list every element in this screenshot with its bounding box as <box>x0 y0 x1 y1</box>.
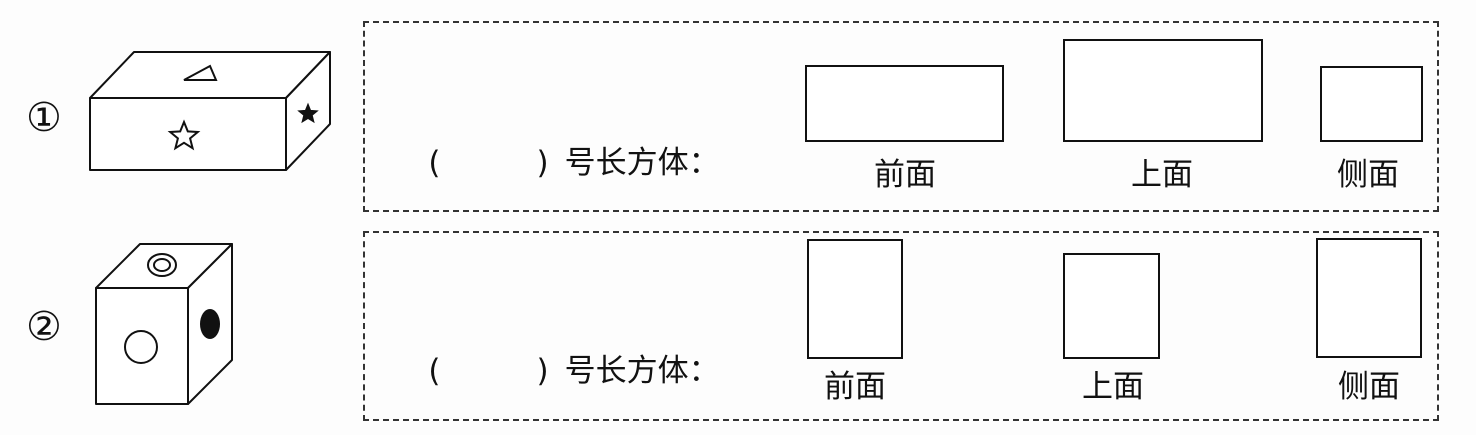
prompt-text: 号长方体： <box>564 145 720 181</box>
top-face-rect <box>1063 39 1263 142</box>
blank-close-paren: ) <box>536 145 549 181</box>
row2-marker: ② <box>26 304 62 350</box>
circle-outline-icon <box>124 330 158 364</box>
row1-marker: ① <box>26 95 62 141</box>
side-face-label: 侧面 <box>1338 369 1400 405</box>
top-face-label: 上面 <box>1131 157 1193 193</box>
cuboid-1-figure <box>89 51 331 171</box>
front-face-label: 前面 <box>874 157 936 193</box>
blank-close-paren: ) <box>536 353 549 389</box>
answer-panel-2: () 号长方体： 前面 上面 侧面 <box>363 231 1439 421</box>
prompt-text: 号长方体： <box>564 353 720 389</box>
blank-open-paren: ( <box>428 353 441 389</box>
side-face-label: 侧面 <box>1337 157 1399 193</box>
blank-open-paren: ( <box>428 145 441 181</box>
front-face-label: 前面 <box>824 369 886 405</box>
answer-panel-1: () 号长方体： 前面 上面 侧面 <box>363 21 1439 212</box>
side-face-rect <box>1316 238 1422 358</box>
top-face-label: 上面 <box>1082 369 1144 405</box>
double-circle-icon <box>147 253 177 277</box>
filled-ellipse-icon <box>200 309 220 339</box>
front-face-rect <box>805 65 1004 142</box>
triangle-icon <box>183 64 218 81</box>
side-face-rect <box>1320 66 1423 142</box>
front-face-rect <box>807 239 903 359</box>
star-outline-icon <box>167 119 201 151</box>
cuboid-2-figure <box>95 243 233 405</box>
top-face-rect <box>1063 253 1160 359</box>
star-filled-icon <box>297 102 319 124</box>
